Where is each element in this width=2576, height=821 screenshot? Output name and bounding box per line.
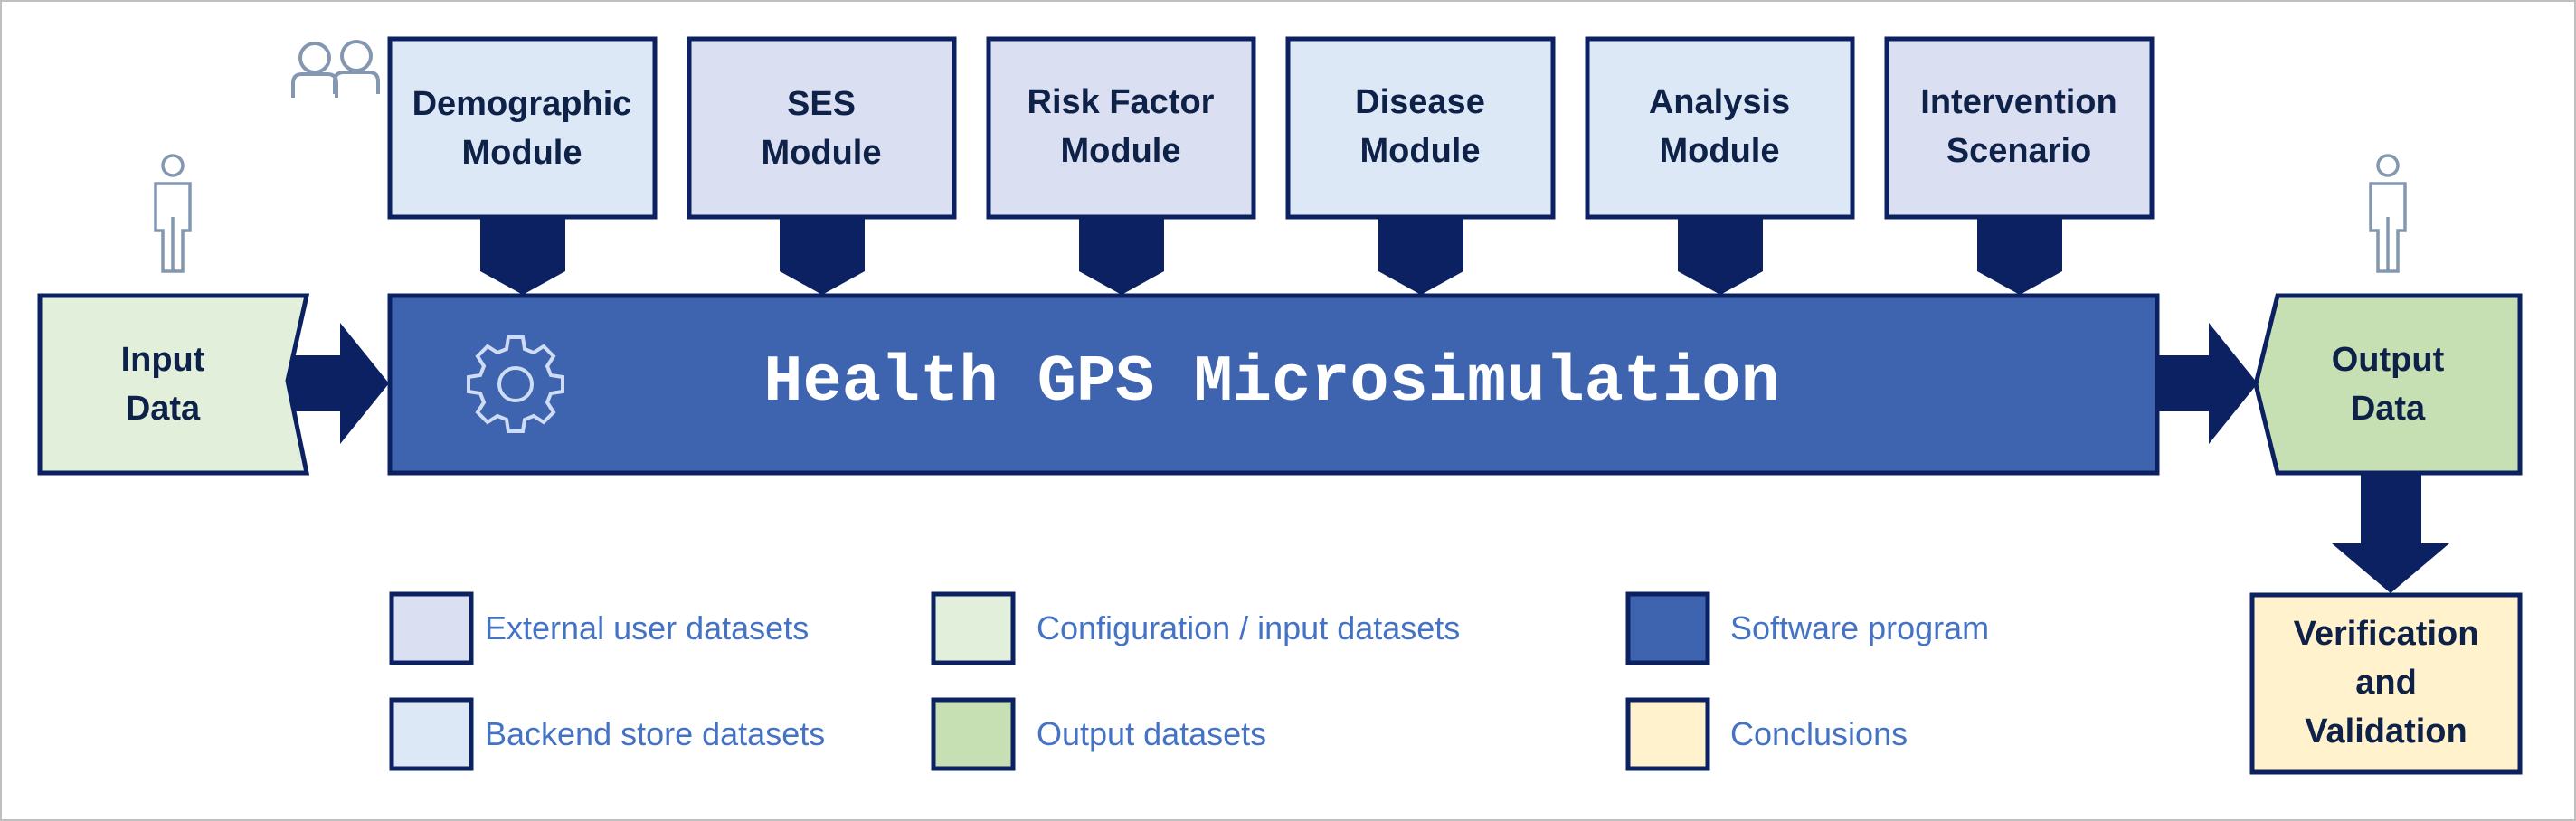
- connector-ses: [780, 217, 865, 295]
- connector-analysis: [1678, 217, 1763, 295]
- gear-icon: [467, 335, 564, 433]
- main-program-bar: [387, 293, 2160, 476]
- verify-arrow: [2332, 475, 2449, 593]
- module-labels: Demographic Module SES Module Risk Facto…: [412, 83, 2117, 172]
- module-boxes: [387, 36, 2155, 220]
- module-label-risk-factor-2: Module: [1061, 132, 1181, 170]
- module-box-analysis: [1585, 36, 1855, 220]
- output-data-box: [2253, 293, 2523, 476]
- module-label-demographic-1: Demographic: [412, 85, 632, 123]
- module-connectors: [480, 217, 2062, 295]
- input-data-box: [37, 293, 310, 476]
- legend-label-output: Output datasets: [1037, 715, 1266, 752]
- input-arrow: [288, 323, 389, 444]
- legend: [389, 591, 1710, 771]
- legend-labels: External user datasets Backend store dat…: [485, 609, 1989, 752]
- connector-risk-factor: [1079, 217, 1164, 295]
- legend-swatch-software: [1625, 591, 1710, 665]
- module-box-disease: [1285, 36, 1556, 220]
- legend-label-external: External user datasets: [485, 609, 809, 646]
- users-icon: [291, 40, 380, 98]
- connector-disease: [1378, 217, 1463, 295]
- connector-demographic: [480, 217, 565, 295]
- legend-swatch-external: [389, 591, 474, 665]
- module-label-demographic-2: Module: [462, 134, 582, 172]
- legend-swatch-backend: [389, 697, 474, 771]
- legend-label-config: Configuration / input datasets: [1037, 609, 1460, 646]
- legend-swatch-config: [931, 591, 1016, 665]
- module-label-analysis-2: Module: [1660, 132, 1780, 170]
- module-label-ses-2: Module: [762, 134, 882, 172]
- module-label-disease-1: Disease: [1355, 83, 1485, 121]
- verification-box: [2249, 592, 2523, 775]
- module-label-ses-1: SES: [787, 85, 856, 123]
- person-icon: [154, 154, 192, 273]
- module-box-intervention: [1884, 36, 2155, 220]
- legend-label-backend: Backend store datasets: [485, 715, 825, 752]
- module-label-risk-factor-1: Risk Factor: [1028, 83, 1215, 121]
- module-box-risk-factor: [986, 36, 1256, 220]
- output-data-label-1: Output: [2332, 341, 2445, 379]
- input-data-label-2: Data: [126, 390, 201, 428]
- legend-label-conclusions: Conclusions: [1730, 715, 1908, 752]
- verification-label-2: and: [2355, 664, 2417, 702]
- module-label-analysis-1: Analysis: [1649, 83, 1790, 121]
- main-title: Health GPS Microsimulation: [763, 345, 1779, 420]
- verification-label-3: Validation: [2305, 712, 2467, 750]
- module-box-ses: [687, 36, 957, 220]
- module-label-intervention-1: Intervention: [1920, 83, 2117, 121]
- person-icon: [2369, 154, 2407, 273]
- verification-label-1: Verification: [2294, 615, 2479, 653]
- output-arrow: [2156, 323, 2258, 444]
- legend-label-software: Software program: [1730, 609, 1989, 646]
- module-box-demographic: [387, 36, 658, 220]
- output-data-label-2: Data: [2351, 390, 2426, 428]
- legend-swatch-conclusions: [1625, 697, 1710, 771]
- input-data-label-1: Input: [121, 341, 205, 379]
- module-label-disease-2: Module: [1360, 132, 1481, 170]
- module-label-intervention-2: Scenario: [1946, 132, 2092, 170]
- connector-intervention: [1977, 217, 2062, 295]
- legend-swatch-output: [931, 697, 1016, 771]
